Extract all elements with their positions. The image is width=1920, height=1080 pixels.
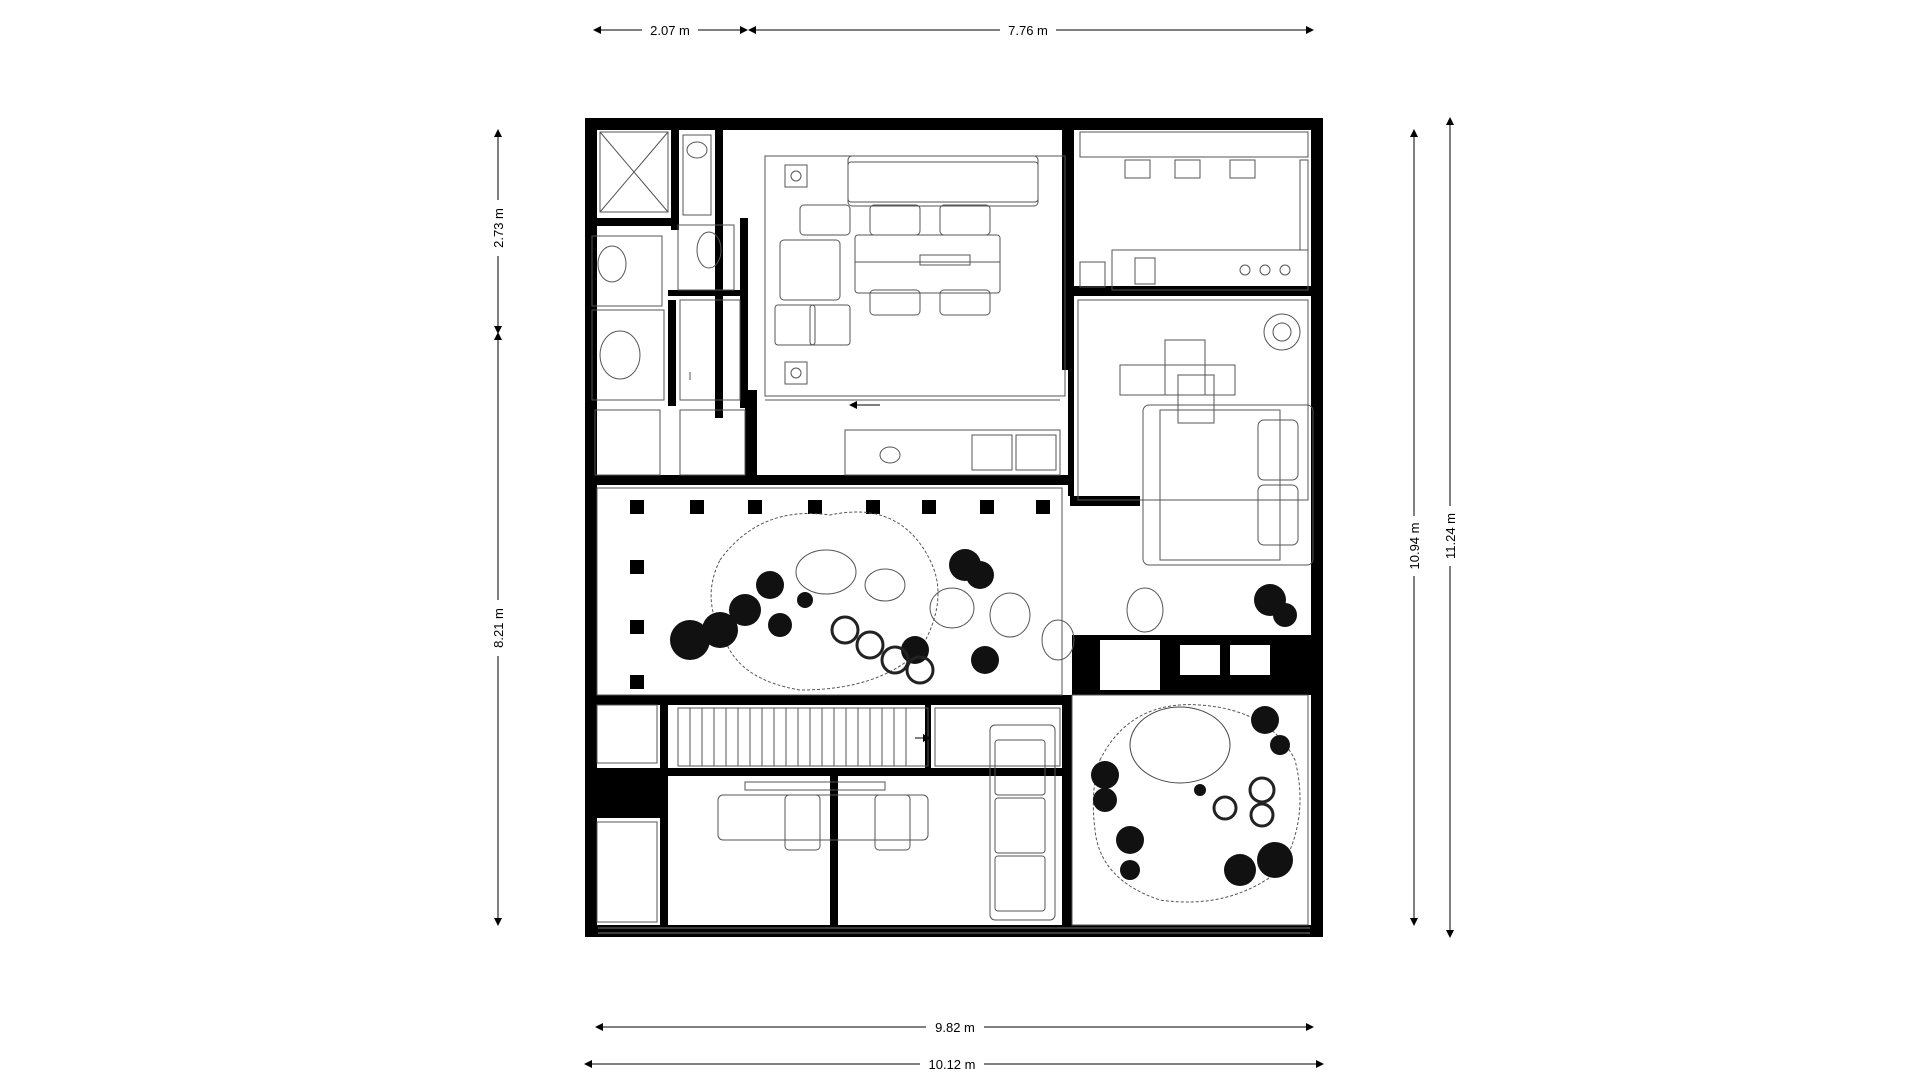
sofa <box>989 724 1056 921</box>
sofa <box>847 155 1039 207</box>
desk <box>744 781 886 791</box>
stepping-stones <box>795 549 1164 661</box>
desk-top <box>717 794 929 841</box>
bar-stool <box>1124 159 1151 179</box>
bedroom <box>1077 299 1314 566</box>
chair <box>799 204 851 236</box>
courtyard <box>596 487 1164 696</box>
wash-basin <box>686 141 708 159</box>
chair <box>939 289 991 316</box>
bathroom <box>591 131 741 401</box>
desk-chair <box>1164 339 1206 396</box>
pillow <box>1257 419 1299 481</box>
plant-pot <box>1263 313 1301 351</box>
side-table <box>784 164 808 188</box>
dimension-bottom-inner: 9.82 m <box>595 1017 1314 1037</box>
columns <box>630 500 1050 689</box>
shrubs <box>670 549 999 674</box>
sink <box>599 330 641 380</box>
dimension-label: 10.94 m <box>1407 523 1422 570</box>
chair <box>869 204 921 236</box>
pond <box>1129 706 1231 784</box>
dimension-left-lower: 8.21 m <box>488 332 508 926</box>
shower <box>599 131 669 213</box>
kitchen <box>1079 131 1309 291</box>
dimension-right-outer: 11.24 m <box>1440 117 1460 938</box>
dimension-bottom-outer: 10.12 m <box>584 1054 1324 1074</box>
dimension-right-inner: 10.94 m <box>1404 129 1424 926</box>
pillow <box>1257 484 1299 546</box>
console <box>844 429 1061 476</box>
toilet-bowl <box>597 245 627 283</box>
dimension-label: 9.82 m <box>935 1020 975 1035</box>
flower-clusters <box>830 615 935 685</box>
dimension-left-upper: 2.73 m <box>488 129 508 334</box>
sink <box>1134 257 1156 285</box>
dimension-label: 11.24 m <box>1443 513 1458 559</box>
window-strip <box>598 927 1310 934</box>
dimension-label: 8.21 m <box>491 608 506 648</box>
counter <box>1111 249 1309 291</box>
armchair <box>779 239 841 301</box>
bed <box>1142 404 1314 566</box>
shrubs <box>1091 584 1297 886</box>
dimension-label: 2.73 m <box>491 208 506 248</box>
bar-stool <box>1229 159 1256 179</box>
dimension-top-right: 7.76 m <box>748 20 1314 40</box>
lower-room <box>596 704 1056 923</box>
dimension-label: 10.12 m <box>929 1057 976 1072</box>
staircase <box>677 707 1061 767</box>
flower-clusters <box>1212 776 1276 828</box>
dimension-label: 2.07 m <box>650 23 690 38</box>
corridor <box>594 399 1061 476</box>
chair <box>939 204 991 236</box>
right-garden <box>1071 584 1309 926</box>
dimension-label: 7.76 m <box>1008 23 1048 38</box>
chair <box>869 289 921 316</box>
band-openings <box>1100 640 1270 690</box>
dining-table <box>854 234 1001 294</box>
bar-stool <box>1174 159 1201 179</box>
tree-canopy <box>710 511 939 691</box>
nightstand <box>1177 374 1215 424</box>
interior-walls <box>588 118 1312 928</box>
chair <box>784 794 821 851</box>
toilet-bowl <box>696 231 722 269</box>
living-room <box>764 155 1066 397</box>
side-table <box>784 361 808 385</box>
dimension-top-left: 2.07 m <box>593 20 748 40</box>
chair <box>874 794 911 851</box>
exterior-walls <box>585 118 1323 937</box>
